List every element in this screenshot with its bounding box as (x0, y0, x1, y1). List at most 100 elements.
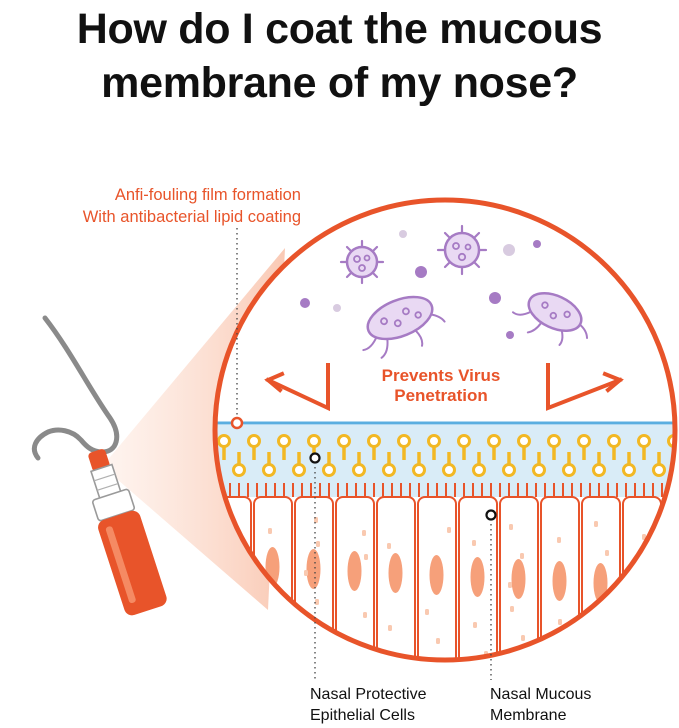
cell-nucleus (388, 553, 403, 593)
lipid-head (502, 463, 516, 477)
cell-granule (387, 543, 391, 549)
lipid-head (487, 434, 501, 448)
membrane-label-line-1: Nasal Mucous (490, 686, 592, 703)
prevents-label-line-2: Penetration (394, 386, 488, 405)
cell-granule (447, 527, 451, 533)
lipid-head (457, 434, 471, 448)
title-line-2: membrane of my nose? (101, 59, 578, 107)
lipid-head (217, 434, 231, 448)
lipid-head (322, 463, 336, 477)
lipid-head (607, 434, 621, 448)
nasal-spray-icon (88, 449, 167, 616)
virus-icon (436, 224, 488, 276)
lipid-head (367, 434, 381, 448)
cell-granule (510, 606, 514, 612)
lipid-head (427, 434, 441, 448)
cell-granule (652, 621, 656, 627)
cell-granule (520, 553, 524, 559)
epithelial-label-line-1: Nasal Protective (310, 686, 427, 703)
title-line-1: How do I coat the mucous (76, 5, 603, 53)
lipid-head (517, 434, 531, 448)
cell-granule (508, 582, 512, 588)
lipid-head (532, 463, 546, 477)
repel-arrow-left (264, 363, 330, 412)
cell-granule (436, 638, 440, 644)
coating-label: Anfi-fouling film formation With antibac… (83, 184, 301, 228)
lipid-head (337, 434, 351, 448)
cell-nucleus (347, 551, 362, 591)
coating-label-line-1: Anfi-fouling film formation (114, 186, 301, 204)
mucous-membrane-label: Nasal Mucous Membrane (490, 684, 591, 726)
nose-outline (31, 315, 120, 461)
lipid-head (397, 434, 411, 448)
cell-nucleus (676, 567, 679, 607)
lipid-head (277, 434, 291, 448)
lipid-head (292, 463, 306, 477)
cell-granule (363, 612, 367, 618)
cell-nucleus (511, 559, 526, 599)
lipid-head (562, 463, 576, 477)
cell-granule (362, 530, 366, 536)
lipid-head (577, 434, 591, 448)
lipid-head (352, 463, 366, 477)
epithelial-label-line-2: Epithelial Cells (310, 707, 415, 724)
lipid-head (622, 463, 636, 477)
virus-icon (339, 239, 385, 285)
cell-nucleus (634, 565, 649, 605)
cell-granule (316, 541, 320, 547)
lipid-head (307, 434, 321, 448)
cell-granule (230, 602, 234, 608)
cell-granule (606, 632, 610, 638)
cell-granule (268, 528, 272, 534)
lipid-head (382, 463, 396, 477)
magnifier-circle (212, 197, 678, 663)
lipid-head (547, 434, 561, 448)
cell-nucleus (552, 561, 567, 601)
cell-granule (303, 628, 307, 634)
cell-granule (558, 619, 562, 625)
lipid-head (232, 463, 246, 477)
epithelial-cell (417, 496, 457, 660)
lipid-head (442, 463, 456, 477)
bacteria-icon (511, 292, 589, 346)
cell-granule (605, 550, 609, 556)
membrane-label-line-2: Membrane (490, 707, 567, 724)
cell-granule (594, 521, 598, 527)
cell-granule (266, 644, 270, 650)
epithelial-pointer-dot (309, 452, 321, 464)
cell-granule (472, 540, 476, 546)
epithelial-cell (294, 496, 334, 660)
lipid-head (412, 463, 426, 477)
coating-label-line-2: With antibacterial lipid coating (82, 208, 301, 226)
cell-granule (521, 635, 525, 641)
cell-granule (304, 570, 308, 576)
cell-granule (315, 599, 319, 605)
lipid-head (592, 463, 606, 477)
cell-nucleus (470, 557, 485, 597)
cell-granule (278, 615, 282, 621)
coating-pointer-dot (230, 416, 244, 430)
epithelial-cell (458, 496, 498, 660)
lipid-head (637, 434, 651, 448)
epithelial-cell (335, 496, 375, 660)
particles (300, 230, 541, 339)
epithelial-cell (376, 496, 416, 660)
cell-granule (509, 524, 513, 530)
cell-granule (388, 625, 392, 631)
membrane-pointer-dot (485, 509, 497, 521)
repel-arrow-right (546, 363, 624, 411)
lipid-head (262, 463, 276, 477)
cell-nucleus (306, 549, 321, 589)
cell-granule (473, 622, 477, 628)
prevents-label-line-1: Prevents Virus (382, 366, 501, 385)
lipid-head (652, 463, 666, 477)
cell-granule (631, 645, 635, 651)
cell-granule (364, 554, 368, 560)
lipid-head (247, 434, 261, 448)
cell-granule (569, 648, 573, 654)
epithelial-cell (663, 496, 675, 660)
epithelial-cells-label: Nasal Protective Epithelial Cells (310, 684, 427, 726)
cell-granule (241, 631, 245, 637)
lipid-head (472, 463, 486, 477)
